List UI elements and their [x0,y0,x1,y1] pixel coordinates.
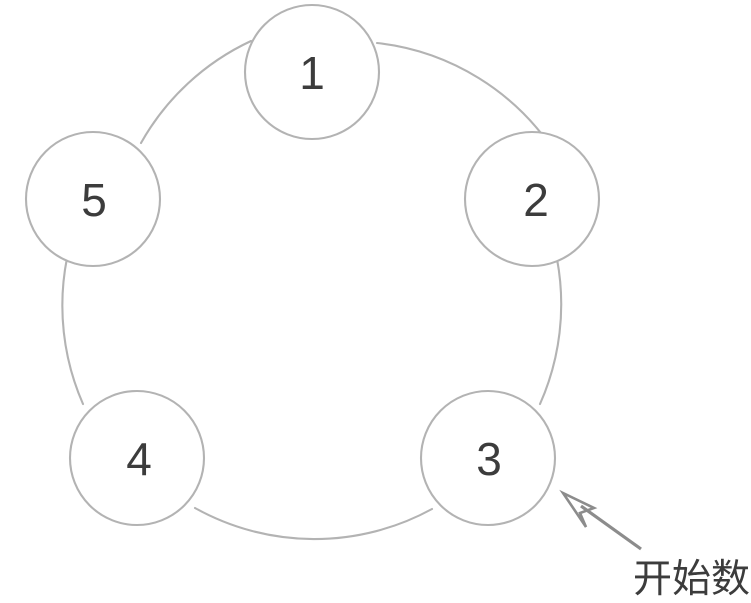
node-3[interactable]: 3 [419,389,557,527]
node-5-circle[interactable] [24,130,162,268]
arrow-head-icon [559,489,598,528]
node-5-label: 5 [81,174,107,226]
edge-node3-to-node4 [193,506,434,541]
node-3-label: 3 [476,433,502,485]
node-1[interactable]: 1 [243,3,381,141]
node-2-label: 2 [523,174,549,226]
edge-node5-to-node1 [139,39,253,145]
node-1-label: 1 [299,47,325,99]
edge-node4-to-node5 [61,256,85,406]
pointer-line [580,504,642,551]
node-3-circle[interactable] [419,389,557,527]
node-4-label: 4 [126,433,152,485]
node-4[interactable]: 4 [68,389,206,527]
node-2[interactable]: 2 [463,130,601,268]
edge-node2-to-node3 [538,257,563,406]
start-pointer-group: 开始数 [559,489,750,602]
node-1-circle[interactable] [243,3,381,141]
node-group: 1 2 3 4 5 [24,3,601,527]
start-pointer-label: 开始数 [633,557,750,602]
node-5[interactable]: 5 [24,130,162,268]
node-2-circle[interactable] [463,130,601,268]
node-4-circle[interactable] [68,389,206,527]
